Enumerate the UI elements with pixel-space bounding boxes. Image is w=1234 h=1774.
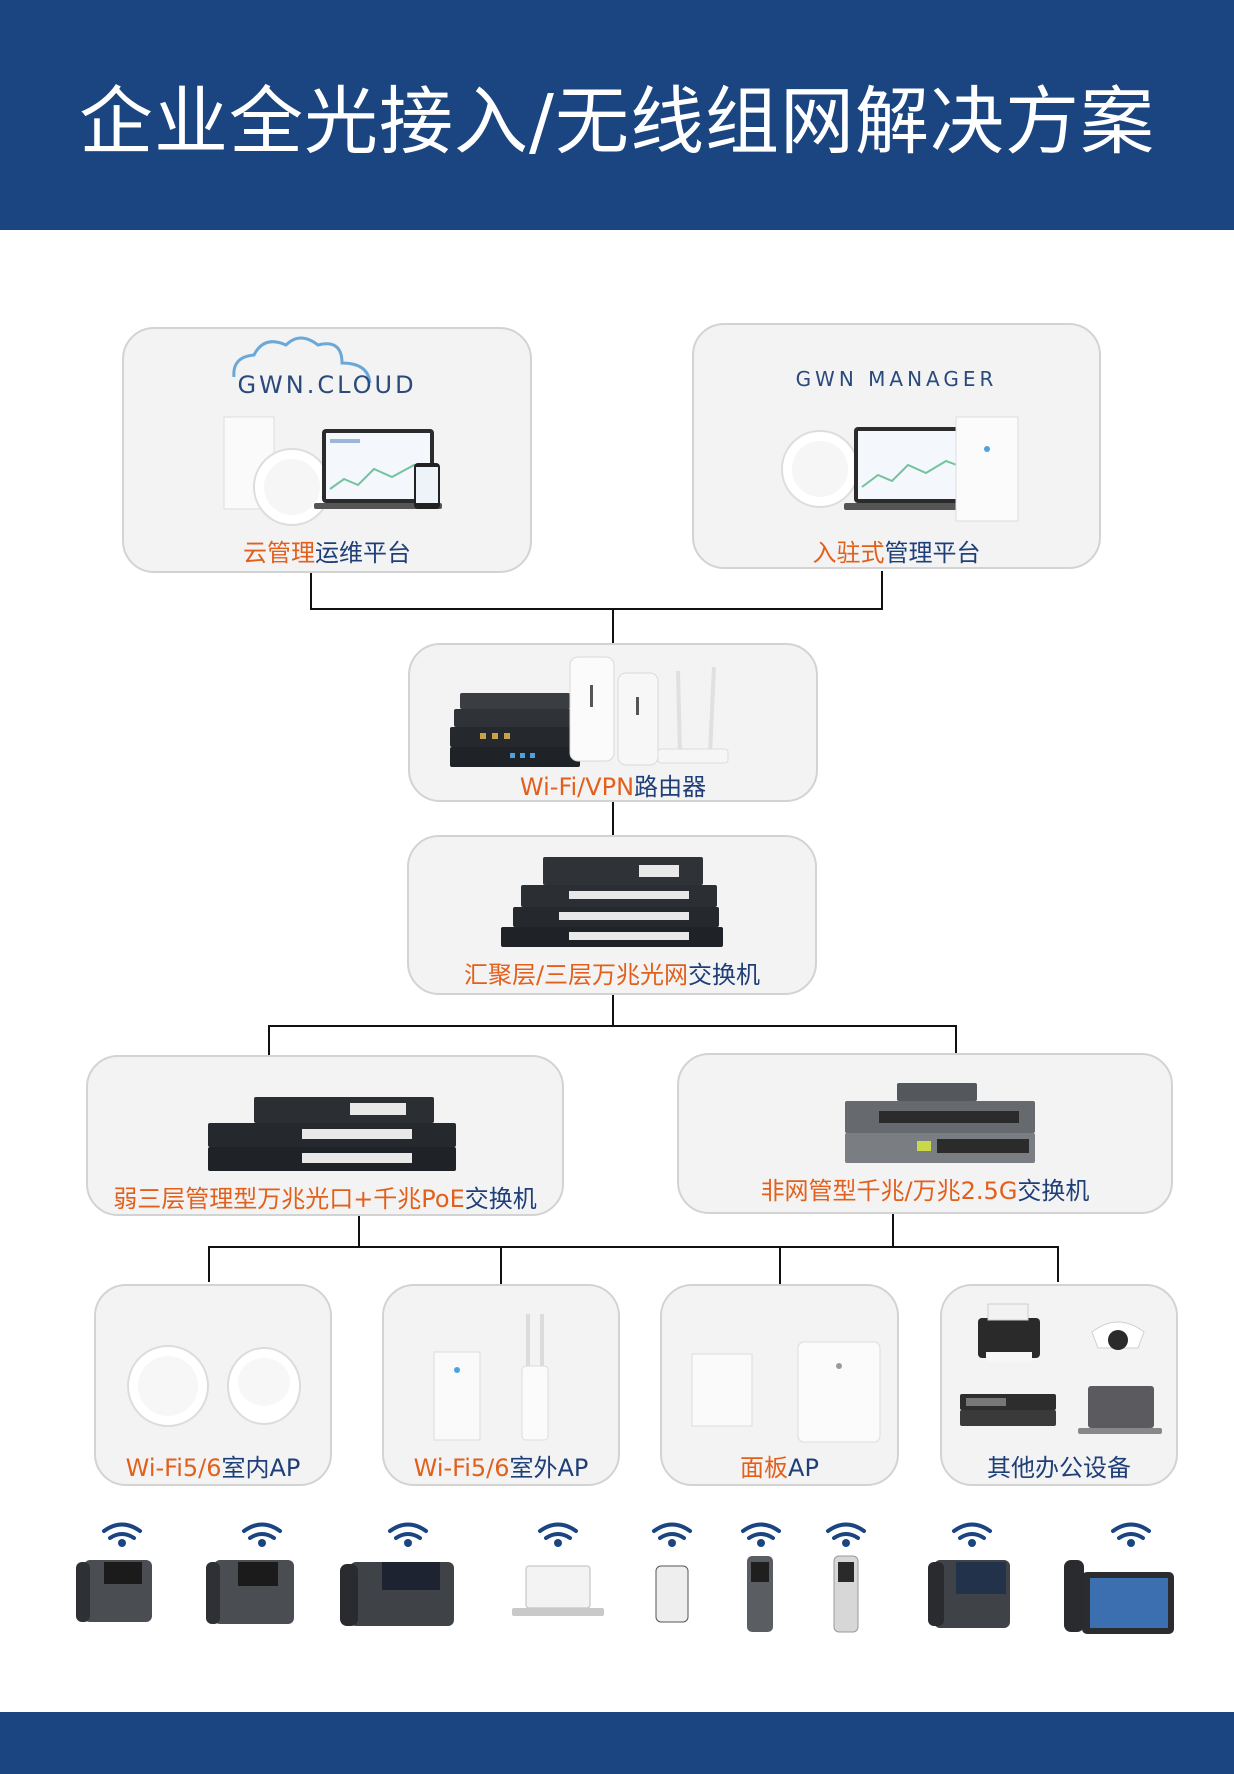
cordless-phone-icon-1 xyxy=(747,1556,773,1632)
unmanaged-switch-card: 非网管型千兆/万兆2.5G交换机 xyxy=(677,1053,1173,1214)
header-banner xyxy=(0,0,1234,230)
cordless-phone-icon-2 xyxy=(833,1555,859,1633)
l3-switch-label-orange: 弱三层管理型万兆光口+千兆PoE xyxy=(113,1185,465,1213)
wifi-icon xyxy=(102,1522,1151,1547)
panel-ap-illustration xyxy=(691,1341,881,1443)
unmanaged-switch-label-orange: 非网管型千兆/万兆2.5G xyxy=(760,1177,1018,1205)
manager-label-orange: 入驻式 xyxy=(812,539,885,567)
cloud-logo-icon xyxy=(232,336,372,384)
l3-switch-illustration xyxy=(208,1097,456,1171)
outdoor-ap-label: Wi-Fi5/6室外AP xyxy=(384,1448,618,1483)
core-switch-label-blue: 交换机 xyxy=(688,961,761,989)
cloud-platform-card: GWN.CLOUD 云管理运维平台 xyxy=(122,327,532,573)
video-phone-icon-1 xyxy=(340,1562,454,1626)
panel-ap-card: 面板AP xyxy=(660,1284,899,1486)
laptop-icon xyxy=(1078,1386,1162,1434)
core-switch-illustration xyxy=(501,857,723,947)
unmanaged-switch-illustration xyxy=(845,1083,1035,1163)
office-devices-label-blue: 其他办公设备 xyxy=(987,1454,1131,1482)
desk-phone-icon-1 xyxy=(76,1560,152,1622)
cloud-label-orange: 云管理 xyxy=(243,539,315,567)
l3-switch-card: 弱三层管理型万兆光口+千兆PoE交换机 xyxy=(86,1055,564,1216)
server-icon xyxy=(960,1394,1056,1426)
printer-icon xyxy=(978,1303,1040,1362)
unmanaged-switch-label-blue: 交换机 xyxy=(1017,1177,1090,1205)
laptop-icon xyxy=(512,1565,604,1616)
outdoor-ap-card: Wi-Fi5/6室外AP xyxy=(382,1284,620,1486)
cloud-logo-text: GWN.CLOUD xyxy=(237,371,417,399)
office-devices-illustration xyxy=(960,1303,1162,1434)
router-label: Wi-Fi/VPN路由器 xyxy=(410,767,816,802)
desk-phone-icon-2 xyxy=(206,1560,294,1624)
core-switch-card: 汇聚层/三层万兆光网交换机 xyxy=(407,835,817,995)
manager-logo-text: GWN MANAGER xyxy=(795,367,998,391)
router-illustration xyxy=(450,656,729,767)
cloud-devices-illustration xyxy=(223,416,442,526)
office-devices-label: 其他办公设备 xyxy=(942,1448,1176,1483)
office-devices-card: 其他办公设备 xyxy=(940,1284,1178,1486)
manager-platform-card: GWN MANAGER 入驻式管理平台 xyxy=(692,323,1101,569)
cloud-platform-label: 云管理运维平台 xyxy=(124,533,530,568)
router-card: Wi-Fi/VPN路由器 xyxy=(408,643,818,802)
l3-switch-label-blue: 交换机 xyxy=(464,1185,537,1213)
core-switch-label: 汇聚层/三层万兆光网交换机 xyxy=(409,955,815,990)
footer-banner xyxy=(0,1712,1234,1774)
l3-switch-label: 弱三层管理型万兆光口+千兆PoE交换机 xyxy=(88,1179,562,1214)
page-title: 企业全光接入/无线组网解决方案 xyxy=(79,78,1155,165)
outdoor-ap-label-orange: Wi-Fi5/6 xyxy=(413,1454,510,1482)
indoor-ap-card: Wi-Fi5/6室内AP xyxy=(94,1284,332,1486)
cloud-label-blue: 运维平台 xyxy=(315,539,411,567)
indoor-ap-illustration xyxy=(127,1345,301,1427)
video-phone-icon-2 xyxy=(928,1560,1010,1628)
manager-devices-illustration xyxy=(781,416,1019,522)
indoor-ap-label-blue: 室内AP xyxy=(221,1454,301,1482)
unmanaged-switch-label: 非网管型千兆/万兆2.5G交换机 xyxy=(679,1171,1171,1206)
manager-platform-label: 入驻式管理平台 xyxy=(694,533,1099,568)
smartphone-icon xyxy=(655,1565,689,1623)
core-switch-label-orange: 汇聚层/三层万兆光网 xyxy=(463,961,689,989)
panel-ap-label: 面板AP xyxy=(662,1448,897,1483)
camera-icon xyxy=(1091,1321,1145,1350)
outdoor-ap-illustration xyxy=(433,1314,549,1441)
router-label-blue: 路由器 xyxy=(634,773,707,801)
panel-ap-label-orange: 面板 xyxy=(740,1454,789,1482)
panel-ap-label-blue: AP xyxy=(788,1454,819,1482)
video-phone-icon-3 xyxy=(1064,1560,1174,1634)
outdoor-ap-label-blue: 室外AP xyxy=(509,1454,589,1482)
indoor-ap-label-orange: Wi-Fi5/6 xyxy=(125,1454,222,1482)
indoor-ap-label: Wi-Fi5/6室内AP xyxy=(96,1448,330,1483)
manager-label-blue: 管理平台 xyxy=(884,539,981,567)
router-label-orange: Wi-Fi/VPN xyxy=(519,773,635,801)
